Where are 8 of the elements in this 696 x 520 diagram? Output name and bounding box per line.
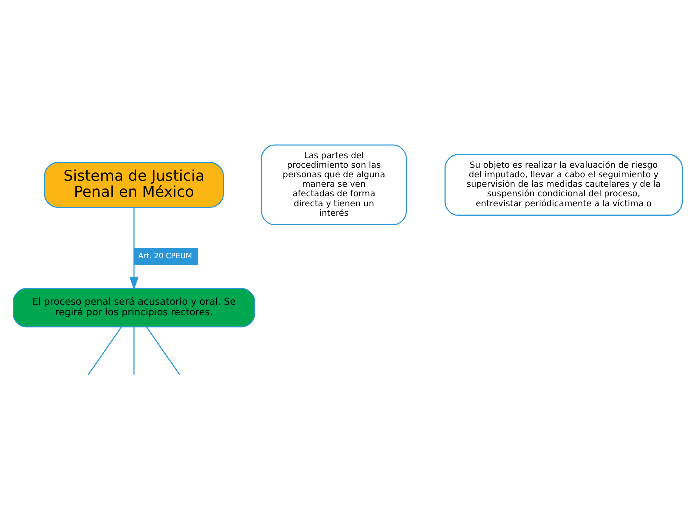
node-box: El proceso penal será acusatorio y oral. Se regirá por los principios rectores. <box>12 288 256 328</box>
connector <box>134 326 135 374</box>
connector <box>146 326 180 375</box>
connector <box>88 326 122 375</box>
node-box: Las partes del procedimiento son las personas que de alguna manera se ven afectadas de forma directa y tienen un interés <box>261 144 408 226</box>
node-box: Su objeto es realizar la evaluación de riesgo del imputado, llevar a cabo el seguimiento y supervisión de las medidas cautelares y de la suspensión condicional del proceso, entrevistar periódicamente a la víctima o <box>444 154 684 216</box>
node-box: Sistema de Justicia Penal en México <box>44 162 224 208</box>
arrow <box>130 207 139 290</box>
